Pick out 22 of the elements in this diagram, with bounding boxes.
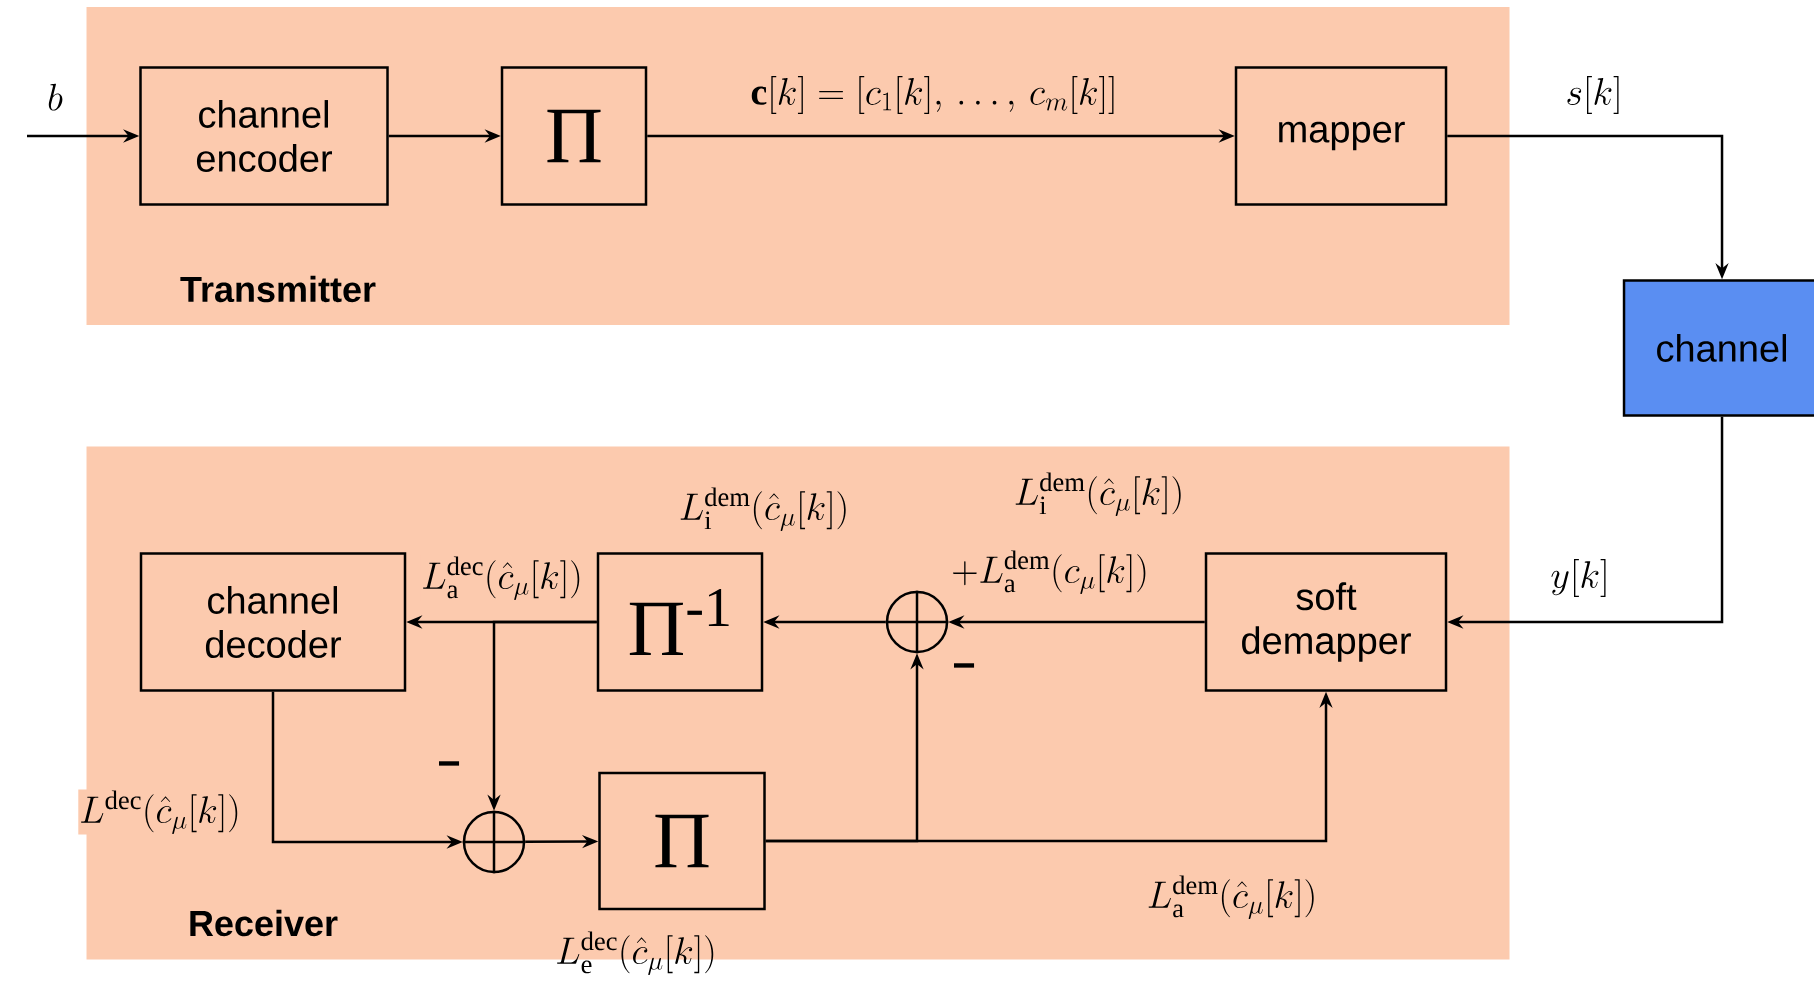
minus-sign: − bbox=[439, 761, 460, 766]
summing-junction bbox=[461, 809, 527, 875]
minus-sign: − bbox=[954, 663, 975, 668]
decoder-box: channel decoder bbox=[139, 552, 407, 692]
signal-label: $+L_{\mathrm{a}}^{\mathrm{dem}}(c_\mu[k])$ bbox=[952, 550, 1146, 595]
edge-label: $L_{\mathrm{a}}^{\mathrm{dec}}(\hat{c}_\mu[k])$ bbox=[420, 555, 584, 601]
interleaver-box: Π bbox=[598, 771, 766, 911]
summing-junction bbox=[884, 589, 950, 655]
deinterleaver-box: Π$^{-1}$ bbox=[596, 552, 764, 692]
mapper-box: mapper bbox=[1234, 66, 1448, 206]
encoder-box: channel encoder bbox=[139, 66, 389, 206]
signal-label: $L_{\mathrm{i}}^{\mathrm{dem}}(\hat{c}_\mu[k])$ bbox=[680, 487, 846, 532]
edge-label: $L^{\mathrm{dec}}(\hat{c}_\mu[k])$ bbox=[78, 789, 242, 835]
interleaver-box: Π bbox=[500, 66, 648, 206]
edge-label: $L_{\mathrm{a}}^{\mathrm{dem}}(\hat{c}_\mu[k])$ bbox=[1145, 874, 1319, 920]
edge-label: $\mathbf{c}[k] = [c_1[k],\,\ldots,\,c_m[k]]$ bbox=[749, 75, 1119, 115]
demapper-box: soft demapper bbox=[1204, 552, 1448, 692]
signal-label: $L_{\mathrm{i}}^{\mathrm{dem}}(\hat{c}_\mu[k])$ bbox=[1015, 472, 1181, 517]
channel-box: channel bbox=[1622, 279, 1814, 417]
edge-label: $b$ bbox=[46, 82, 64, 112]
edge-label: $s[k]$ bbox=[1564, 75, 1624, 115]
edge-label: $y[k]$ bbox=[1549, 558, 1611, 598]
